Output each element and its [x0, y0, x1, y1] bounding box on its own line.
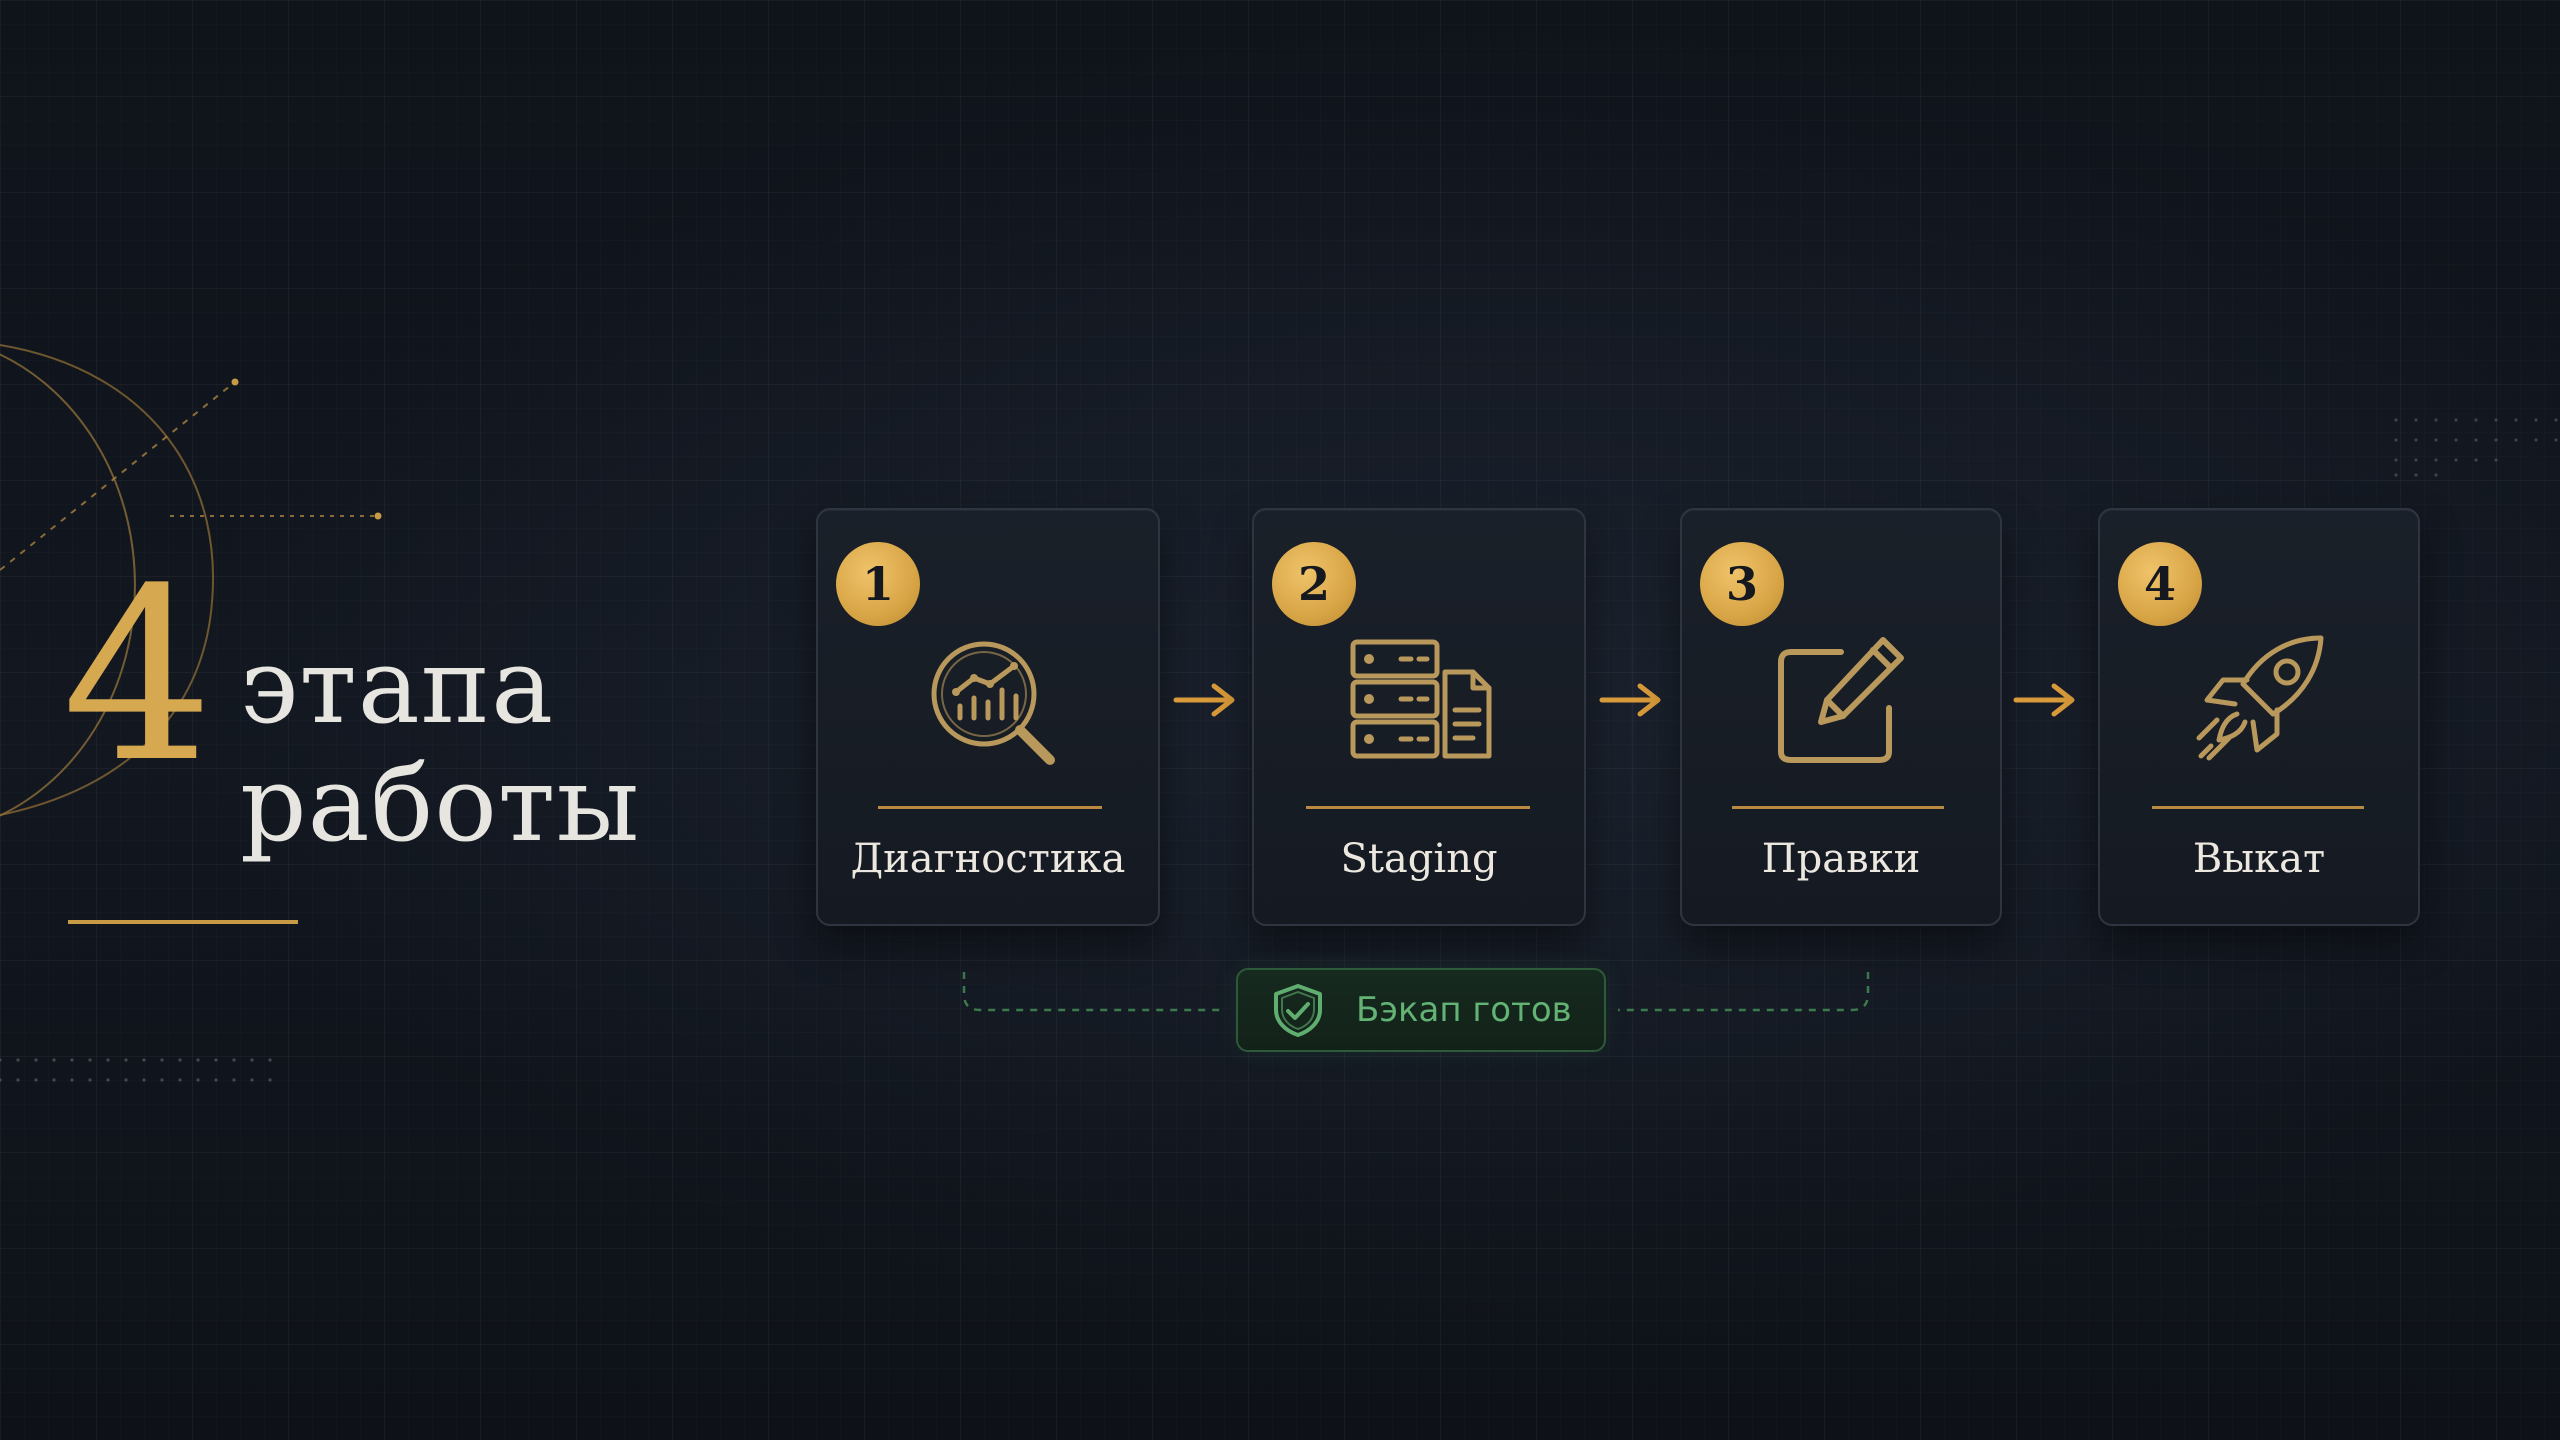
card-divider: [2152, 806, 2364, 809]
step-label: Правки: [1761, 836, 1921, 882]
backup-status-label: Бэкап готов: [1356, 990, 1572, 1030]
step-number-badge: 3: [1700, 542, 1784, 626]
step-label: Диагностика: [850, 836, 1126, 882]
title-number: 4: [62, 538, 213, 815]
card-divider: [1306, 806, 1530, 809]
edit-pencil-icon: [1778, 637, 1904, 763]
rocket-icon: [2196, 635, 2324, 761]
card-divider: [878, 806, 1102, 809]
step-number-badge: 1: [836, 542, 920, 626]
step-number-badge: 4: [2118, 542, 2202, 626]
arrow-right-icon: [1599, 683, 1661, 717]
server-document-icon: [1350, 639, 1492, 759]
arrow-right-icon: [1173, 683, 1235, 717]
step-label: Выкат: [2192, 836, 2326, 882]
analytics-magnifier-icon: [931, 641, 1055, 765]
step-card-release: 4 Выкат: [2098, 508, 2420, 926]
title-line-1: этапа: [240, 625, 555, 747]
step-number-badge: 2: [1272, 542, 1356, 626]
shield-check-icon: [1274, 984, 1322, 1037]
step-card-diagnostics: 1 Диагностика: [816, 508, 1160, 926]
title-line-2: работы: [240, 743, 641, 865]
title-underline: [68, 920, 298, 924]
arrow-right-icon: [2013, 683, 2075, 717]
step-card-staging: 2 Staging: [1252, 508, 1586, 926]
card-divider: [1732, 806, 1944, 809]
step-card-edits: 3 Правки: [1680, 508, 2002, 926]
backup-status-badge: Бэкап готов: [1236, 968, 1606, 1052]
step-label: Staging: [1340, 836, 1498, 882]
